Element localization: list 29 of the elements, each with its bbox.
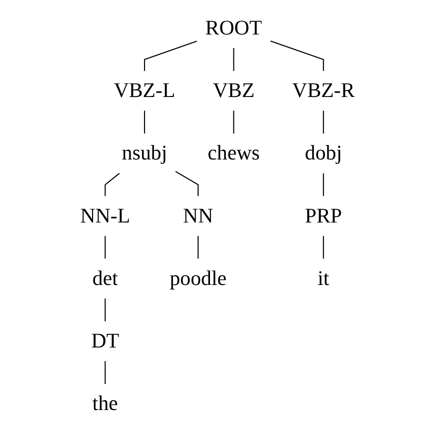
node-text: NN-L xyxy=(80,204,130,228)
connector xyxy=(175,171,199,196)
connector xyxy=(322,236,324,259)
node-text: VBZ xyxy=(212,79,255,102)
node-text: PRP xyxy=(304,204,342,228)
node-text: VBZ-R xyxy=(292,79,355,102)
node-text: NN xyxy=(183,204,214,228)
connector xyxy=(322,173,324,196)
node-text: poodle xyxy=(170,267,227,290)
node-text: det xyxy=(92,267,118,290)
node-text: ROOT xyxy=(205,16,262,40)
connector xyxy=(104,236,106,259)
connector xyxy=(104,172,120,196)
connector xyxy=(198,236,199,259)
connector xyxy=(104,298,106,322)
connector xyxy=(144,110,146,134)
node-text: nsubj xyxy=(122,142,168,165)
node-text: DT xyxy=(91,330,120,353)
connector xyxy=(270,40,324,71)
node-text: the xyxy=(92,392,118,416)
node-text: VBZ-L xyxy=(114,79,176,102)
connector xyxy=(104,361,106,384)
connector xyxy=(322,110,324,134)
node-text: it xyxy=(318,267,330,290)
connector xyxy=(144,40,198,71)
connector xyxy=(233,110,234,134)
node-text: chews xyxy=(208,142,260,165)
connector xyxy=(233,48,234,71)
node-text: dobj xyxy=(304,142,342,165)
